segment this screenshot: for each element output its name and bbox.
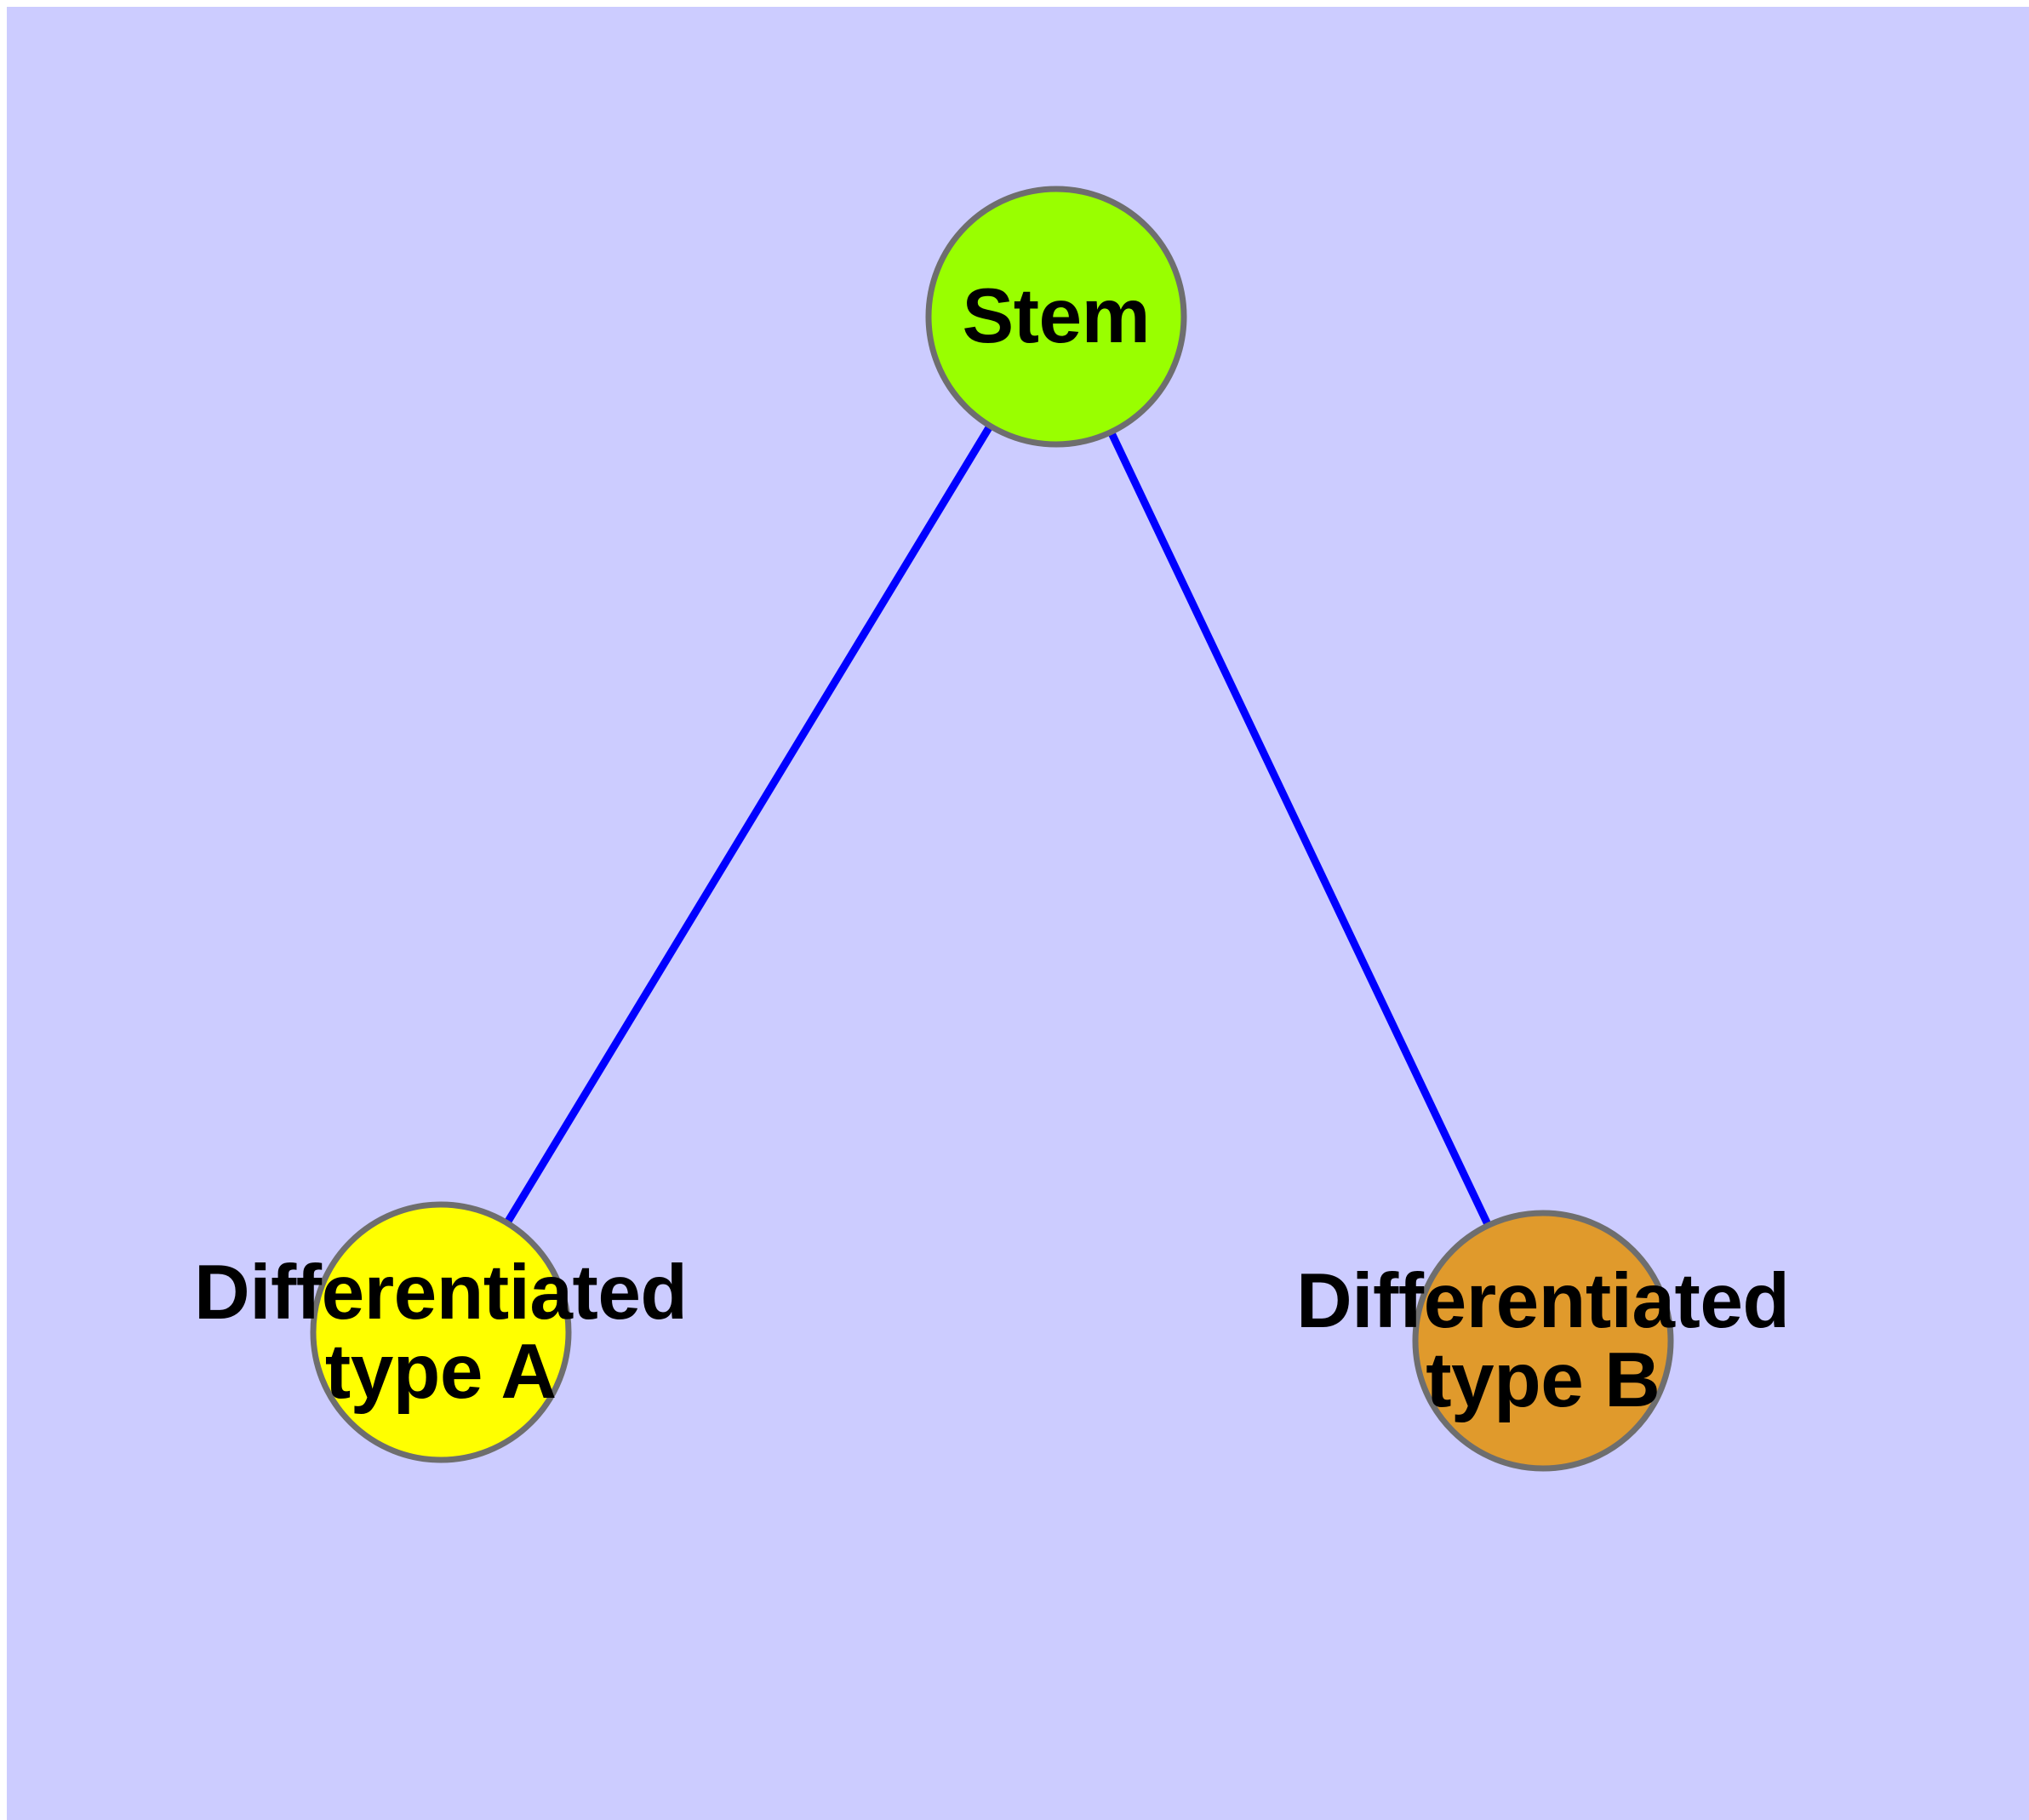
edge-stem-to-differentiated-type-a: [437, 314, 1060, 1335]
edge-stem-to-differentiated-type-b: [1052, 315, 1547, 1342]
node-circle-differentiated-type-b[interactable]: [1412, 1210, 1674, 1472]
node-circle-stem[interactable]: [925, 186, 1187, 448]
node-circle-differentiated-type-a[interactable]: [310, 1201, 572, 1463]
edge-layer: [437, 314, 1547, 1342]
node-layer: [310, 186, 1674, 1472]
